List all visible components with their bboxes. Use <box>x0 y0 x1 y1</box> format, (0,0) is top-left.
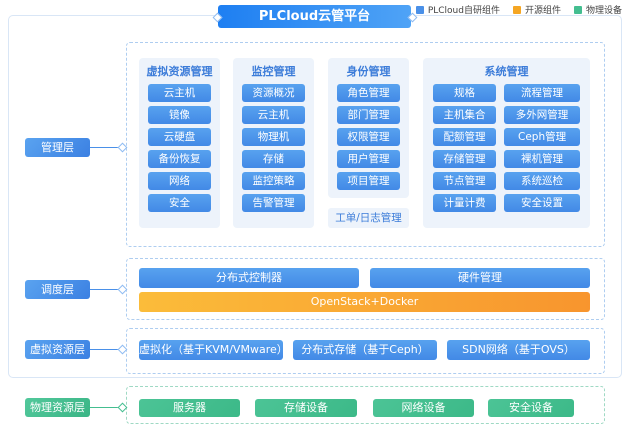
sdn-network-bar: SDN网络（基于OVS） <box>447 340 590 360</box>
hardware-mgmt-bar: 硬件管理 <box>370 268 590 288</box>
module-item: Ceph管理 <box>504 128 580 146</box>
module-item: 部门管理 <box>337 106 400 124</box>
module-item: 物理机 <box>242 128 305 146</box>
module-item: 云硬盘 <box>148 128 211 146</box>
virtualization-bar: 虚拟化（基于KVM/VMware） <box>139 340 288 360</box>
group-identity-mgmt: 身份管理 角色管理 部门管理 权限管理 用户管理 项目管理 <box>328 58 409 198</box>
system-mgmt-right-column: 流程管理 多外网管理 Ceph管理 裸机管理 系统巡检 安全设置 <box>504 84 580 216</box>
layer-label-management: 管理层 <box>25 138 90 157</box>
module-item: 监控策略 <box>242 172 305 190</box>
distributed-storage-bar: 分布式存储（基于Ceph） <box>293 340 437 360</box>
module-item: 网络 <box>148 172 211 190</box>
connector-line <box>90 147 120 148</box>
legend: PLCloud自研组件 开源组件 物理设备 <box>415 3 622 16</box>
module-item: 系统巡检 <box>504 172 580 190</box>
security-device-bar: 安全设备 <box>488 399 574 417</box>
module-item: 镜像 <box>148 106 211 124</box>
group-virtual-resource-mgmt: 虚拟资源管理 云主机 镜像 云硬盘 备份恢复 网络 安全 <box>139 58 220 228</box>
management-layer-box <box>126 42 605 247</box>
module-item: 资源概况 <box>242 84 305 102</box>
legend-label: 开源组件 <box>524 6 561 16</box>
legend-item-open-source: 开源组件 <box>512 3 561 16</box>
legend-label: PLCloud自研组件 <box>427 6 500 16</box>
module-item: 安全 <box>148 194 211 212</box>
module-item: 项目管理 <box>337 172 400 190</box>
module-item: 用户管理 <box>337 150 400 168</box>
module-item: 角色管理 <box>337 84 400 102</box>
module-item: 备份恢复 <box>148 150 211 168</box>
module-item: 告警管理 <box>242 194 305 212</box>
module-item: 存储管理 <box>433 150 497 168</box>
legend-label: 物理设备 <box>585 6 622 16</box>
storage-device-bar: 存储设备 <box>255 399 357 417</box>
openstack-docker-bar: OpenStack+Docker <box>139 292 590 312</box>
module-item: 权限管理 <box>337 128 400 146</box>
legend-item-physical: 物理设备 <box>573 3 622 16</box>
layer-label-physical: 物理资源层 <box>25 398 90 417</box>
connector-line <box>90 289 120 290</box>
connector-line <box>90 349 120 350</box>
connector-line <box>90 407 120 408</box>
module-item: 存储 <box>242 150 305 168</box>
module-item: 云主机 <box>242 106 305 124</box>
platform-title: PLCloud云管平台 <box>218 5 411 28</box>
server-bar: 服务器 <box>139 399 240 417</box>
module-item: 裸机管理 <box>504 150 580 168</box>
group-title: 虚拟资源管理 <box>146 65 213 78</box>
legend-item-self-developed: PLCloud自研组件 <box>415 3 500 16</box>
orange-square-icon <box>512 5 521 14</box>
blue-square-icon <box>415 5 424 14</box>
group-system-mgmt: 系统管理 规格 主机集合 配额管理 存储管理 节点管理 计量计费 流程管理 多外… <box>423 58 590 228</box>
module-item: 规格 <box>433 84 497 102</box>
module-item: 安全设置 <box>504 194 580 212</box>
physical-resource-layer-box <box>126 386 605 424</box>
distributed-controller-bar: 分布式控制器 <box>139 268 359 288</box>
green-square-icon <box>573 5 582 14</box>
group-title: 身份管理 <box>346 65 391 78</box>
system-mgmt-left-column: 规格 主机集合 配额管理 存储管理 节点管理 计量计费 <box>433 84 497 216</box>
virtual-resource-layer-box <box>126 328 605 374</box>
group-monitoring-mgmt: 监控管理 资源概况 云主机 物理机 存储 监控策略 告警管理 <box>233 58 314 228</box>
group-title: 系统管理 <box>484 65 529 78</box>
network-device-bar: 网络设备 <box>373 399 474 417</box>
layer-label-virtual: 虚拟资源层 <box>25 340 90 359</box>
module-item: 主机集合 <box>433 106 497 124</box>
group-title: 监控管理 <box>251 65 296 78</box>
module-item: 配额管理 <box>433 128 497 146</box>
layer-label-scheduling: 调度层 <box>25 280 90 299</box>
module-item: 计量计费 <box>433 194 497 212</box>
module-item: 节点管理 <box>433 172 497 190</box>
module-item: 云主机 <box>148 84 211 102</box>
module-item: 多外网管理 <box>504 106 580 124</box>
module-item: 流程管理 <box>504 84 580 102</box>
ticket-log-box: 工单/日志管理 <box>328 208 409 228</box>
